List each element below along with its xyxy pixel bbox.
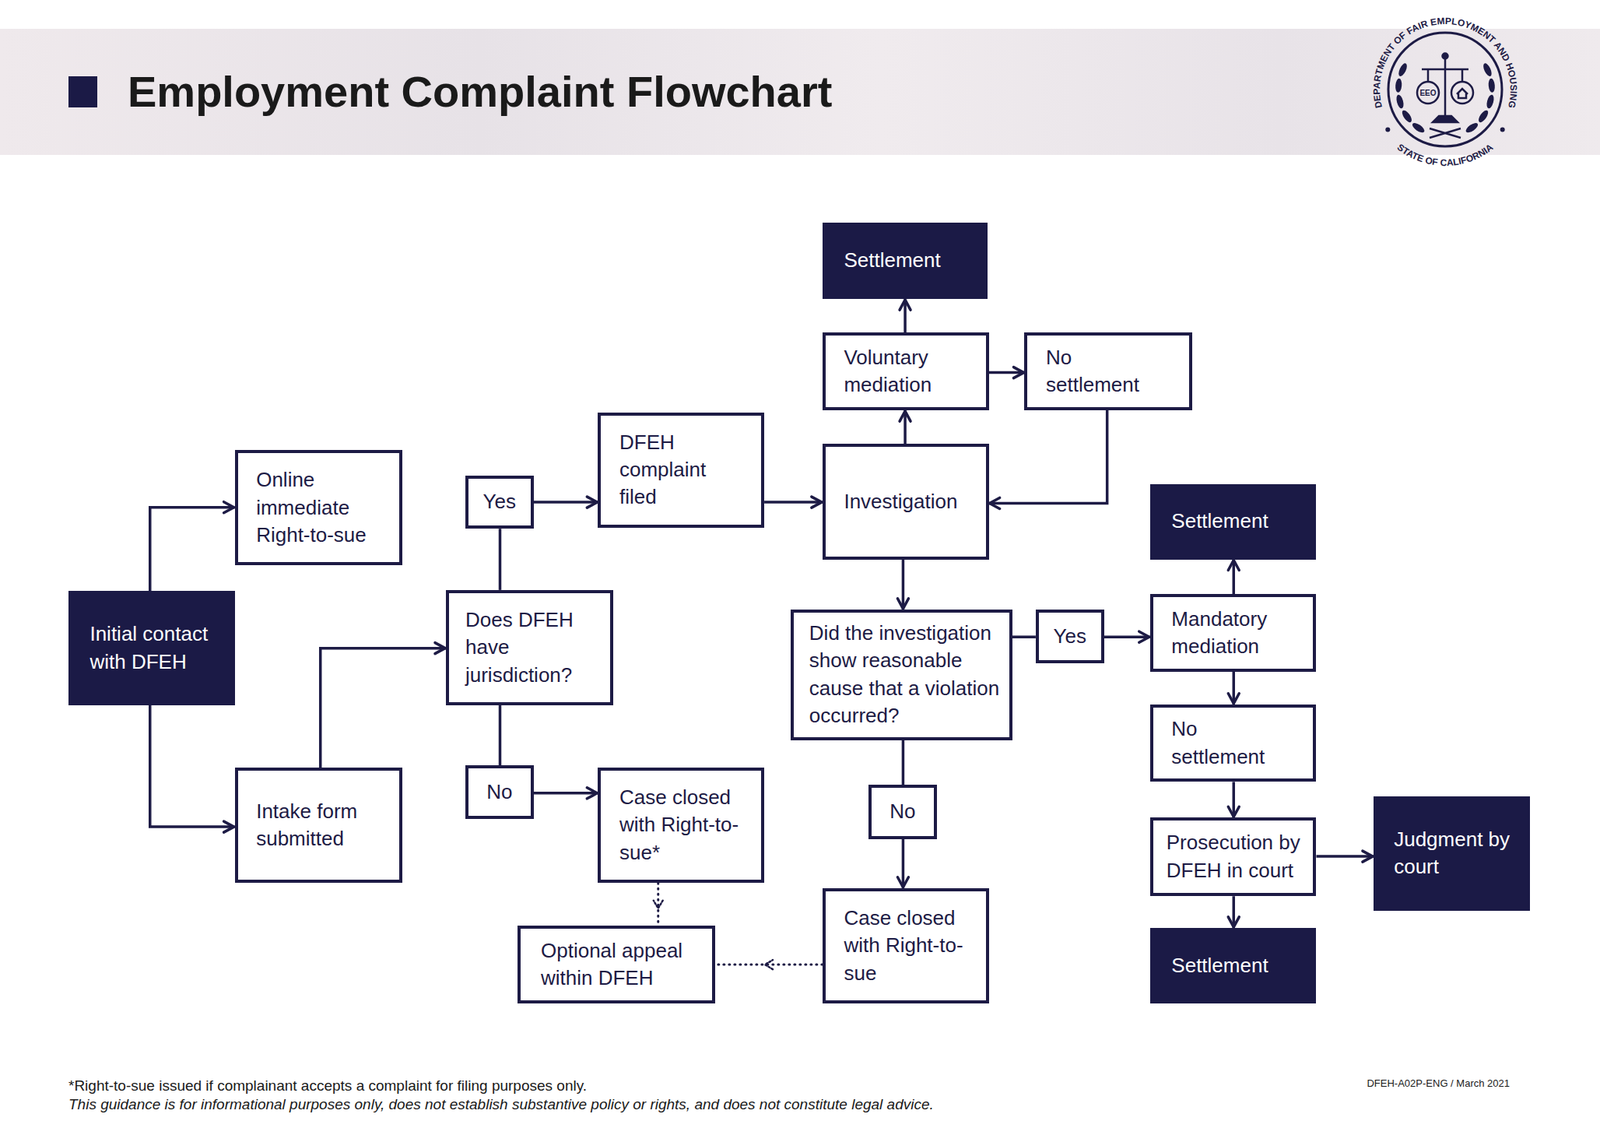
node-text: Online immediate Right-to-sue — [256, 466, 390, 549]
terminal-box: Settlement — [1150, 484, 1317, 560]
decision-box: Does DFEH have jurisdiction? — [445, 589, 614, 706]
flow-arrow — [150, 705, 236, 827]
node-text: No — [873, 797, 932, 825]
decision-box: Did the investigation show reasonable ca… — [790, 609, 1013, 741]
flow-arrow — [989, 371, 1025, 375]
process-box: No settlement — [1150, 704, 1317, 783]
process-box: Case closed with Right-to-sue — [822, 887, 990, 1004]
node-text: Yes — [1041, 622, 1100, 650]
flow-arrow — [989, 410, 1108, 503]
node-text: Settlement — [1171, 951, 1304, 979]
scale-symbol — [1417, 53, 1474, 139]
flow-arrow — [1315, 854, 1373, 858]
flow-arrow — [150, 507, 236, 592]
seal-text: DEPARTMENT OF FAIR EMPLOYMENT AND HOUSIN… — [1371, 15, 1520, 109]
node-text: No settlement — [1045, 343, 1158, 400]
flow-arrow — [901, 838, 906, 888]
process-box: Case closed with Right-to-sue* — [597, 767, 765, 883]
terminal-box: Judgment by court — [1373, 796, 1530, 911]
terminal-box: Initial contact with DFEH — [68, 590, 236, 706]
process-box: No settlement — [1024, 332, 1192, 411]
flow-arrow — [903, 298, 907, 333]
footnote: *Right-to-sue issued if complainant acce… — [68, 1076, 587, 1095]
process-box: Intake form submitted — [235, 767, 403, 883]
flow-line — [901, 740, 906, 786]
department-seal: DEPARTMENT OF FAIR EMPLOYMENT AND HOUSIN… — [1351, 0, 1539, 187]
node-text: No settlement — [1171, 715, 1283, 771]
seal-text: EEO — [1419, 88, 1436, 98]
flow-line — [498, 705, 502, 765]
seal-star — [1500, 127, 1506, 133]
flow-arrow — [903, 410, 907, 444]
node-text: Case closed with Right-to-sue* — [619, 783, 752, 867]
node-text: DFEH complaint filed — [619, 428, 736, 512]
disclaimer-note: This guidance is for informational purpo… — [68, 1094, 934, 1113]
form-number: DFEH-A02P-ENG / March 2021 — [1366, 1077, 1510, 1090]
seal-text: STATE OF CALIFORNIA — [1395, 141, 1496, 169]
dotted-arrow — [715, 963, 823, 966]
node-text: Yes — [470, 487, 530, 516]
node-text: Investigation — [843, 487, 976, 516]
node-text: Voluntary mediation — [843, 343, 976, 400]
node-text: Optional appeal within DFEH — [540, 936, 703, 993]
node-text: Settlement — [843, 246, 976, 274]
process-box: Voluntary mediation — [822, 332, 990, 411]
process-box: Online immediate Right-to-sue — [235, 449, 403, 565]
node-text: No — [470, 778, 530, 806]
flow-arrow — [764, 500, 823, 504]
node-text: Settlement — [1171, 507, 1304, 535]
node-text: Prosecution by DFEH in court — [1166, 828, 1308, 885]
flow-arrow — [1104, 635, 1151, 639]
flow-arrow — [533, 791, 599, 795]
title-square — [68, 76, 98, 108]
terminal-box: Settlement — [1150, 927, 1317, 1004]
process-box: Investigation — [822, 443, 990, 559]
flow-arrow — [901, 559, 906, 610]
flow-arrow — [1232, 781, 1236, 818]
flow-arrow — [1232, 671, 1236, 705]
flow-arrow — [1232, 559, 1236, 595]
process-box: Optional appeal within DFEH — [517, 925, 716, 1004]
process-box: Prosecution by DFEH in court — [1150, 817, 1317, 896]
dotted-arrow — [656, 882, 660, 926]
node-text: Case closed with Right-to-sue — [843, 904, 976, 987]
answer-box: No — [868, 784, 937, 839]
answer-box: Yes — [465, 475, 534, 529]
process-box: Mandatory mediation — [1150, 593, 1317, 672]
flow-arrow — [1232, 895, 1236, 928]
seal-ring — [1388, 32, 1502, 147]
flow-line — [498, 528, 502, 590]
answer-box: Yes — [1035, 609, 1105, 664]
page-title: Employment Complaint Flowchart — [127, 65, 832, 119]
process-box: DFEH complaint filed — [597, 412, 765, 528]
flow-arrow — [320, 648, 446, 768]
node-text: Judgment by court — [1393, 825, 1518, 881]
flow-arrow — [533, 500, 599, 504]
seal-star — [1385, 127, 1390, 133]
answer-box: No — [465, 764, 534, 818]
node-text: Does DFEH have jurisdiction? — [465, 606, 601, 689]
seal-group: DEPARTMENT OF FAIR EMPLOYMENT AND HOUSIN… — [1371, 15, 1520, 169]
node-text: Did the investigation show reasonable ca… — [809, 619, 1004, 730]
terminal-box: Settlement — [822, 222, 988, 299]
flow-line — [1012, 635, 1036, 639]
node-text: Mandatory mediation — [1171, 605, 1304, 661]
node-text: Intake form submitted — [256, 797, 390, 853]
node-text: Initial contact with DFEH — [89, 620, 222, 676]
